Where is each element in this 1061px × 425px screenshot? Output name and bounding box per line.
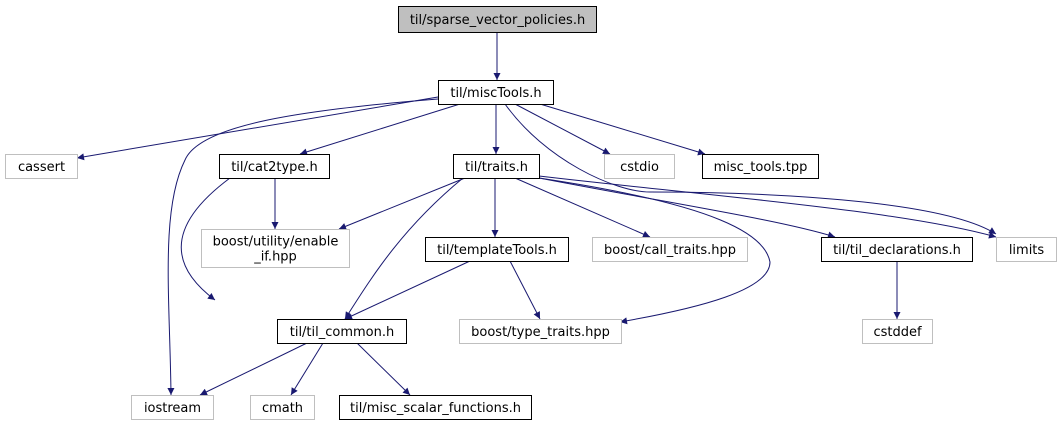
node-templatetools[interactable]: til/templateTools.h <box>425 237 569 262</box>
edge-traits-to-til-common <box>344 177 464 320</box>
node-misctools[interactable]: til/miscTools.h <box>438 80 554 105</box>
node-cassert: cassert <box>5 154 78 179</box>
node-cmath: cmath <box>250 395 315 420</box>
edge-til-common-to-iostream <box>199 342 308 396</box>
node-box <box>425 237 569 262</box>
edge-templatetools-to-til-common <box>344 260 471 320</box>
node-cstddef: cstddef <box>862 319 933 344</box>
node-box <box>250 395 315 420</box>
node-box <box>821 237 973 262</box>
node-box <box>592 237 748 262</box>
node-root[interactable]: til/sparse_vector_policies.h <box>398 6 597 33</box>
edge-misctools-to-cassert <box>76 96 439 161</box>
edge-traits-to-til-declarations <box>538 177 836 239</box>
node-label: iostream <box>144 401 201 416</box>
node-box <box>398 6 597 33</box>
node-label: til/til_declarations.h <box>833 243 961 258</box>
node-box <box>339 395 532 420</box>
node-enable-if: boost/utility/enable_if.hpp <box>201 229 350 268</box>
node-label: til/traits.h <box>465 160 528 175</box>
node-box <box>702 154 819 179</box>
node-limits: limits <box>996 237 1057 262</box>
node-label: boost/utility/enable <box>213 235 339 250</box>
node-cat2type[interactable]: til/cat2type.h <box>219 154 330 179</box>
edge-til-common-to-misc-scalar <box>356 342 411 396</box>
node-label: til/cat2type.h <box>231 160 318 175</box>
node-label: til/til_common.h <box>290 325 395 340</box>
node-box <box>277 319 407 344</box>
node-til-declarations[interactable]: til/til_declarations.h <box>821 237 973 262</box>
node-traits[interactable]: til/traits.h <box>453 154 540 179</box>
node-type-traits: boost/type_traits.hpp <box>459 319 622 344</box>
node-label: til/sparse_vector_policies.h <box>410 13 585 28</box>
node-label: cstddef <box>873 325 922 340</box>
edge-templatetools-to-type-traits <box>509 260 541 320</box>
node-box <box>131 395 214 420</box>
node-box <box>996 237 1057 262</box>
edge-til-common-to-cmath <box>290 342 324 396</box>
node-label: boost/type_traits.hpp <box>471 325 610 340</box>
edges-layer <box>76 33 997 396</box>
node-label: boost/call_traits.hpp <box>604 243 736 258</box>
node-label: til/templateTools.h <box>437 243 557 258</box>
node-box <box>5 154 78 179</box>
node-box <box>862 319 933 344</box>
edge-misctools-to-cstdio <box>514 103 611 155</box>
edge-traits-to-type-traits <box>538 177 771 325</box>
edge-misctools-to-misc-tools-tpp <box>539 103 706 156</box>
node-box <box>219 154 330 179</box>
node-box <box>459 319 622 344</box>
node-call-traits: boost/call_traits.hpp <box>592 237 748 262</box>
edge-traits-to-limits <box>538 175 997 239</box>
node-label: til/miscTools.h <box>450 86 541 101</box>
node-cstdio: cstdio <box>604 154 675 179</box>
node-box <box>604 154 675 179</box>
node-til-common[interactable]: til/til_common.h <box>277 319 407 344</box>
node-label: misc_tools.tpp <box>714 160 808 175</box>
node-label: limits <box>1009 243 1045 258</box>
edge-cat2type-to-til-common <box>180 177 231 301</box>
node-label: cmath <box>262 401 303 416</box>
node-label: _if.hpp <box>253 250 297 265</box>
edge-misctools-to-cat2type <box>299 103 461 156</box>
edge-misctools-to-iostream <box>167 98 439 396</box>
nodes-layer: til/sparse_vector_policies.h til/miscTool… <box>5 6 1057 420</box>
node-box <box>438 80 554 105</box>
edge-traits-to-enable-if <box>338 177 466 230</box>
node-label: cassert <box>18 160 65 175</box>
node-iostream: iostream <box>131 395 214 420</box>
node-misc-tools-tpp[interactable]: misc_tools.tpp <box>702 154 819 179</box>
node-box <box>201 229 350 268</box>
node-box <box>453 154 540 179</box>
edge-misctools-to-limits <box>504 103 997 235</box>
node-label: cstdio <box>620 160 659 175</box>
node-misc-scalar[interactable]: til/misc_scalar_functions.h <box>339 395 532 420</box>
node-label: til/misc_scalar_functions.h <box>350 401 521 416</box>
edge-traits-to-call-traits <box>514 177 651 238</box>
